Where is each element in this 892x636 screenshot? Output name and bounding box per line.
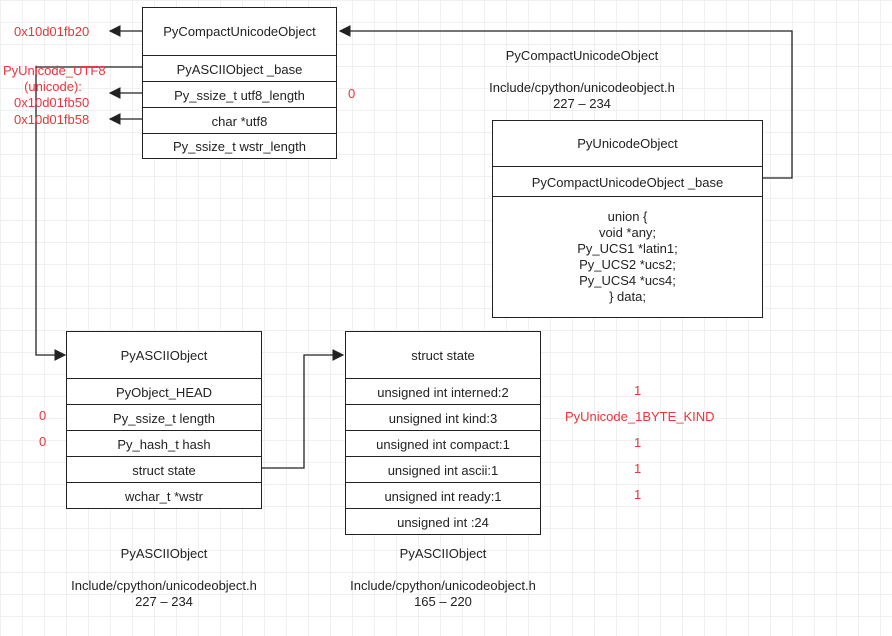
ascii-field-hash: Py_hash_t hash [67, 430, 261, 457]
compact-annotation-title: PyCompactUnicodeObject [505, 48, 659, 63]
compact-field-base: PyASCIIObject _base [143, 55, 336, 82]
state-field-kind: unsigned int kind:3 [346, 404, 540, 431]
ascii-object-box: PyASCIIObject PyObject_HEAD Py_ssize_t l… [66, 331, 262, 509]
utf8-address-b: 0x10d01fb58 [14, 112, 90, 127]
ascii-length-value: 0 [39, 408, 47, 423]
compact-field-utf8-length: Py_ssize_t utf8_length [143, 81, 336, 108]
state-annotation-file: Include/cpython/unicodeobject.h [350, 578, 536, 593]
ascii-hash-value: 0 [39, 434, 47, 449]
union-line: Py_UCS2 *ucs2; [579, 257, 676, 272]
state-field-interned: unsigned int interned:2 [346, 378, 540, 405]
union-line: union { [607, 209, 648, 224]
union-line: Py_UCS1 *latin1; [577, 241, 678, 256]
unicode-union: union { void *any; Py_UCS1 *latin1; Py_U… [493, 196, 762, 317]
state-kind-value: PyUnicode_1BYTE_KIND [565, 409, 715, 424]
state-compact-value: 1 [634, 435, 642, 450]
unicode-field-base: PyCompactUnicodeObject _base [493, 166, 762, 197]
state-field-ascii: unsigned int ascii:1 [346, 456, 540, 483]
utf8-name: PyUnicode_UTF8 [3, 63, 106, 78]
state-ready-value: 1 [634, 487, 642, 502]
arrow-state [262, 349, 345, 469]
compact-field-wstr-length: Py_ssize_t wstr_length [143, 133, 336, 159]
state-interned-value: 1 [634, 383, 642, 398]
ascii-annotation-file: Include/cpython/unicodeobject.h [71, 578, 257, 593]
state-annotation-lines: 165 – 220 [414, 594, 472, 609]
unicode-object-box: PyUnicodeObject PyCompactUnicodeObject _… [492, 120, 763, 318]
union-line: } data; [609, 289, 646, 304]
utf8-sub: (unicode): [24, 79, 82, 94]
ascii-field-wstr: wchar_t *wstr [67, 482, 261, 509]
pointer-value: 0x10d01fb20 [14, 24, 90, 39]
union-line: void *any; [598, 225, 657, 240]
utf8-address-a: 0x10d01fb50 [14, 95, 90, 110]
state-title: struct state [411, 347, 475, 363]
ascii-field-head: PyObject_HEAD [67, 378, 261, 405]
ascii-annotation-title: PyASCIIObject [120, 546, 208, 561]
compact-title: PyCompactUnicodeObject [163, 24, 316, 39]
state-field-ready: unsigned int ready:1 [346, 482, 540, 509]
compact-unicode-object-box: PyCompactUnicodeObject PyASCIIObject _ba… [142, 7, 337, 159]
ascii-annotation-lines: 227 – 234 [135, 594, 193, 609]
union-line: Py_UCS4 *ucs4; [579, 273, 676, 288]
state-field-compact: unsigned int compact:1 [346, 430, 540, 457]
unicode-title: PyUnicodeObject [577, 136, 678, 151]
compact-field-utf8: char *utf8 [143, 107, 336, 134]
compact-annotation-file: Include/cpython/unicodeobject.h [489, 80, 675, 95]
arrow-base-to-ascii [35, 66, 142, 361]
ascii-field-state: struct state [67, 456, 261, 483]
ascii-title: PyASCIIObject [120, 347, 208, 363]
utf8-length-value: 0 [348, 86, 356, 101]
state-ascii-value: 1 [634, 461, 642, 476]
struct-state-box: struct state unsigned int interned:2 uns… [345, 331, 541, 535]
compact-annotation-lines: 227 – 234 [553, 96, 611, 111]
state-field-padding: unsigned int :24 [346, 508, 540, 535]
ascii-field-length: Py_ssize_t length [67, 404, 261, 431]
state-annotation-title: PyASCIIObject [399, 546, 487, 561]
